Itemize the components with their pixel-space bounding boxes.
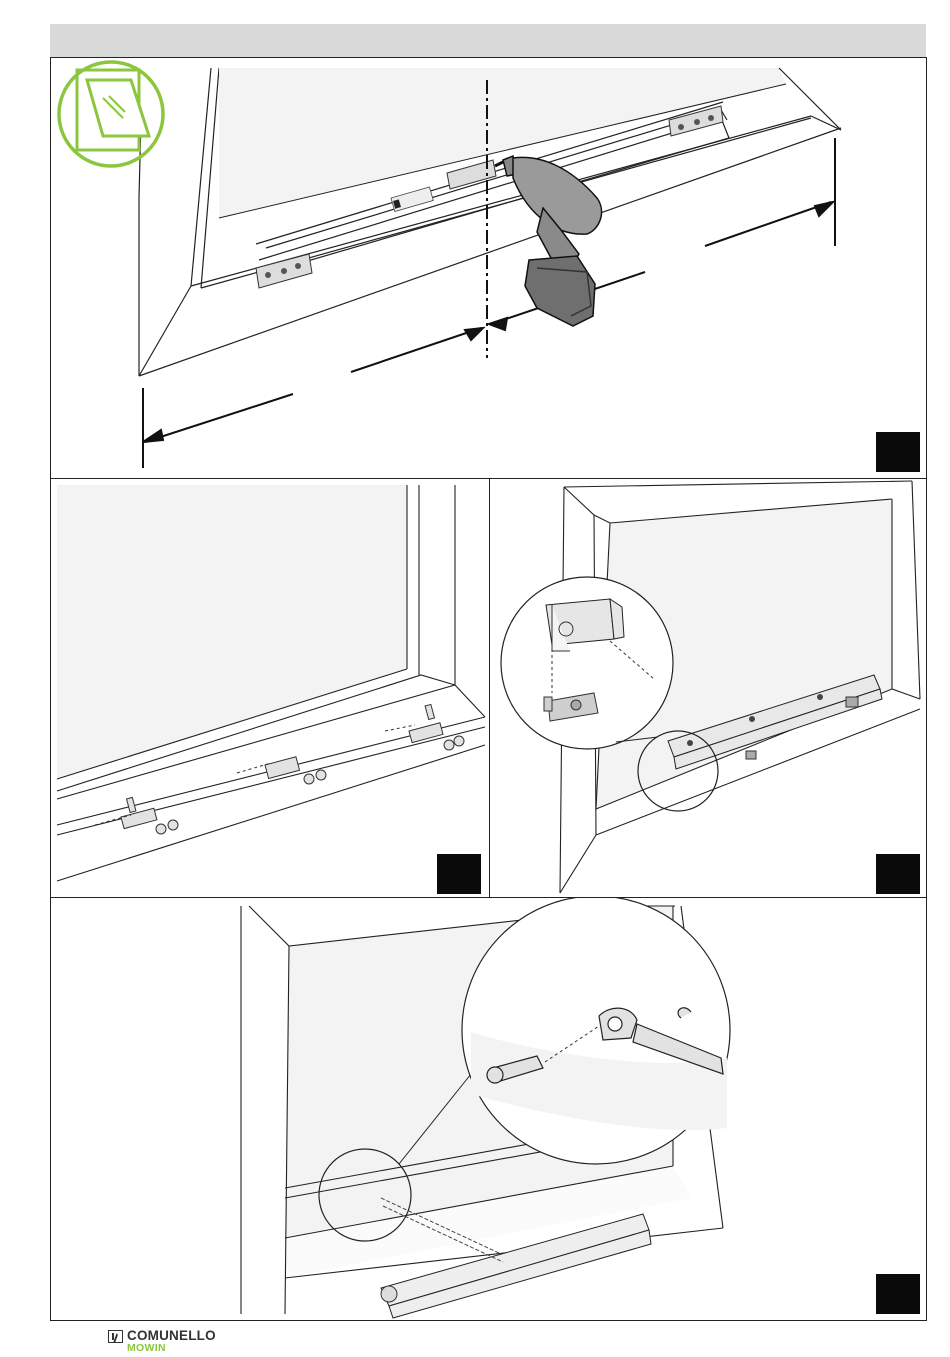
brand-mark-icon [108,1330,123,1343]
top-hung-window-icon [59,62,163,166]
brand-sub: MOWIN [127,1342,166,1354]
step-marker [437,854,481,894]
actuator-hook-illustration [490,479,927,898]
chain-pin-illustration [51,898,927,1321]
step-marker [876,432,920,472]
panel-chain-pin [50,897,927,1321]
drill-measure-illustration [51,58,927,479]
step-marker [876,854,920,894]
panel-actuator-hook [489,478,927,898]
panel-brackets [50,478,490,898]
brand-logo: COMUNELLO MOWIN [108,1326,308,1356]
brand-name: COMUNELLO [127,1328,216,1343]
cordless-drill-icon [495,156,602,326]
panel-drill-measure [50,57,927,479]
header-bar [50,24,926,57]
step-marker [876,1274,920,1314]
brackets-illustration [51,479,490,898]
